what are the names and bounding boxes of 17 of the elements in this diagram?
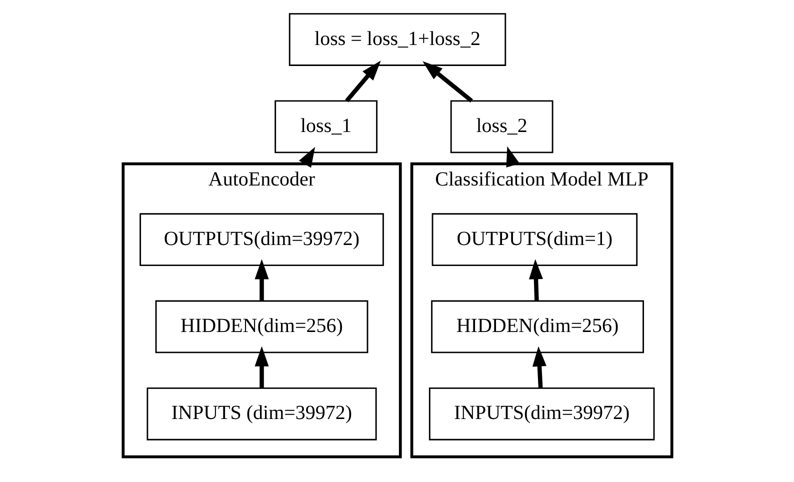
node-box: loss_2 xyxy=(450,100,553,154)
arrow xyxy=(254,259,268,301)
arrow xyxy=(506,146,520,168)
arrow xyxy=(298,146,315,168)
arrow xyxy=(344,60,380,102)
node-box: HIDDEN(dim=256) xyxy=(154,300,368,354)
node-box: OUTPUTS(dim=1) xyxy=(431,213,638,266)
node-box: OUTPUTS(dim=39972) xyxy=(139,213,384,266)
node-box: loss_1 xyxy=(274,100,377,154)
node-box: HIDDEN(dim=256) xyxy=(430,300,644,354)
arrow xyxy=(422,61,472,103)
node-box: INPUTS (dim=39972) xyxy=(146,387,376,440)
node-box: INPUTS(dim=39972) xyxy=(428,387,654,440)
arrow xyxy=(254,346,268,388)
node-box: loss = loss_1+loss_2 xyxy=(288,13,506,66)
arrow xyxy=(532,346,546,388)
arrow xyxy=(528,259,542,301)
